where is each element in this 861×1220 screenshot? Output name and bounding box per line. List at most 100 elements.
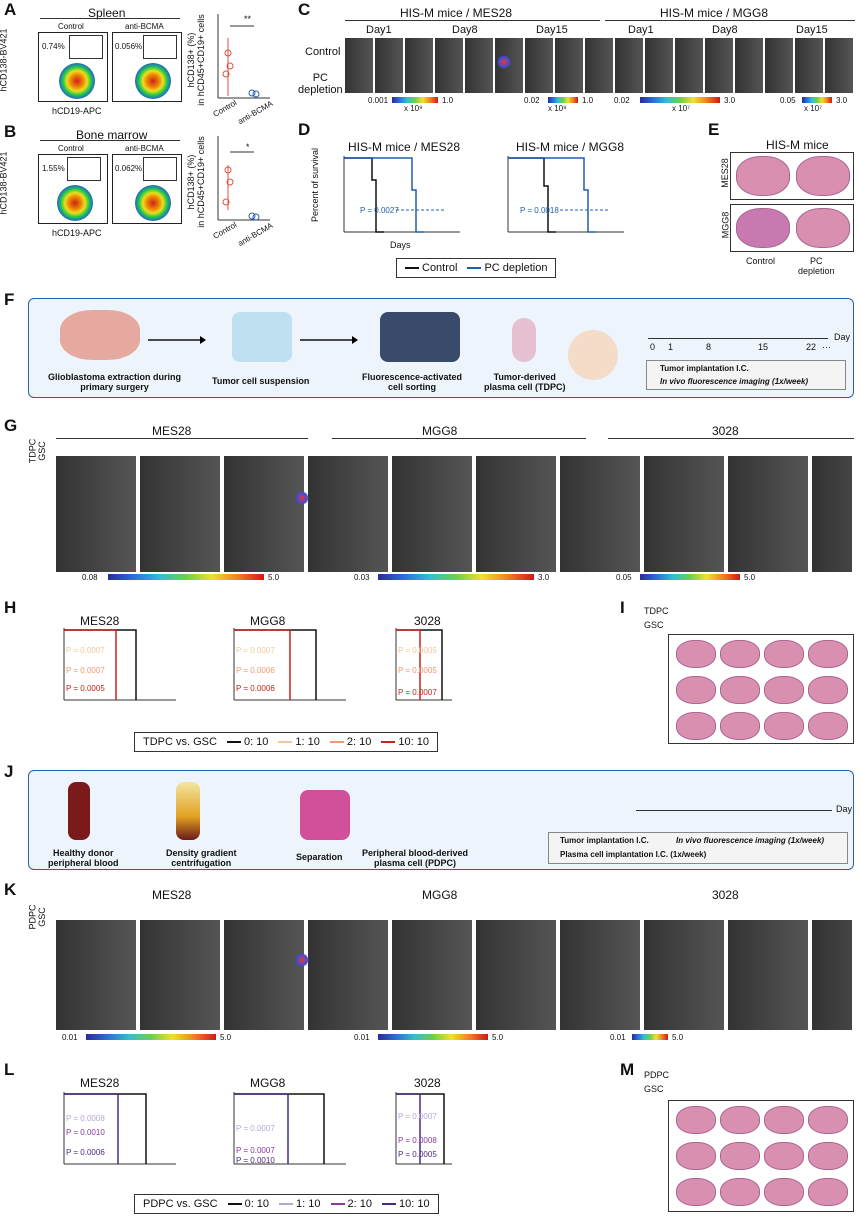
f-legend1: Tumor implantation I.C. bbox=[660, 364, 749, 373]
e-title: HIS-M mice bbox=[766, 138, 829, 152]
g-cbar3 bbox=[640, 574, 740, 580]
l-leg1: 1: 10 bbox=[296, 1198, 321, 1210]
i-hdr2: GSC bbox=[644, 620, 664, 630]
f-day: Day bbox=[834, 332, 851, 342]
g-cbar2-min: 0.03 bbox=[354, 573, 370, 582]
f-t0: 0 bbox=[650, 342, 656, 352]
h-p1a: P = 0.0007 bbox=[66, 646, 105, 655]
h-leg3: 10: 10 bbox=[398, 736, 429, 748]
c-group1: HIS-M mice / MES28 bbox=[400, 6, 513, 20]
panel-label-f: F bbox=[4, 290, 15, 309]
l-title3: 3028 bbox=[414, 1076, 441, 1090]
c-group2: HIS-M mice / MGG8 bbox=[660, 6, 769, 20]
e-row2: MGG8 bbox=[720, 211, 731, 239]
j-day: Day bbox=[836, 804, 853, 814]
h-p3c: P = 0.0007 bbox=[398, 688, 437, 697]
facs-plot-a-control bbox=[38, 32, 108, 102]
f-step4: Tumor-derived plasma cell (TDPC) bbox=[484, 372, 566, 392]
f-legend-box bbox=[646, 360, 846, 390]
facs-a-xlabel: hCD19-APC bbox=[52, 106, 102, 116]
l-leg3: 10: 10 bbox=[398, 1198, 430, 1210]
l-leg0: 0: 10 bbox=[244, 1198, 270, 1210]
facs-plot-a-bcma bbox=[112, 32, 182, 102]
f-step3: Fluorescence-activated cell sorting bbox=[362, 372, 463, 392]
k-group1: MES28 bbox=[152, 888, 192, 902]
c-row1: Control bbox=[305, 46, 341, 58]
h-survival-plots bbox=[63, 628, 452, 701]
c-cbar1-unit: x 10⁹ bbox=[404, 104, 423, 113]
k-cbar1-max: 5.0 bbox=[220, 1033, 232, 1042]
f-step1: Glioblastoma extraction during primary s… bbox=[48, 372, 182, 392]
g-cbar1 bbox=[108, 574, 264, 580]
g-imaging-grid bbox=[56, 456, 854, 572]
bar-a-sig: ** bbox=[244, 14, 252, 24]
panel-label-l: L bbox=[4, 1060, 15, 1079]
k-imaging-grid bbox=[56, 920, 854, 1030]
k-group2: MGG8 bbox=[422, 888, 458, 902]
c-cbar2-unit: x 10⁸ bbox=[548, 104, 567, 113]
h-leg1: 1: 10 bbox=[295, 736, 320, 748]
facs-b-xlabel: hCD19-APC bbox=[52, 228, 102, 238]
k-cbar3 bbox=[378, 1034, 488, 1040]
c-day1b: Day1 bbox=[628, 24, 654, 36]
bm-title: Bone marrow bbox=[76, 128, 148, 142]
bar-b-ylabel: hCD138+ (%) in hCD45+CD19+ cells bbox=[185, 136, 206, 228]
h-p1c: P = 0.0005 bbox=[66, 684, 105, 693]
j-step3: Separation bbox=[296, 852, 343, 862]
j-legend2: In vivo fluorescence imaging (1x/week) bbox=[676, 836, 825, 845]
d-legend-pc: PC depletion bbox=[484, 262, 548, 274]
facs-b-pct1: 1.55% bbox=[42, 164, 65, 173]
j-timeline bbox=[636, 810, 832, 811]
k-cbar5-max: 5.0 bbox=[672, 1033, 684, 1042]
sorter-icon bbox=[380, 312, 460, 362]
panel-label-i: I bbox=[620, 598, 625, 617]
e-row1: MES28 bbox=[719, 158, 730, 188]
f-t1: 1 bbox=[668, 342, 674, 352]
h-p2b: P = 0.0006 bbox=[236, 666, 275, 675]
panel-label-b: B bbox=[4, 122, 17, 141]
facs-a-ylabel: hCD138-BV421 bbox=[0, 28, 9, 92]
i-hdr1: TDPC bbox=[644, 606, 669, 616]
c-cbar4-min: 0.05 bbox=[780, 96, 796, 105]
l-survival-plots bbox=[63, 1092, 452, 1165]
h-leg0: 0: 10 bbox=[243, 736, 269, 748]
g-cbar1-min: 0.08 bbox=[82, 573, 98, 582]
brain-icon bbox=[60, 310, 140, 360]
c-cbar3-unit: x 10⁷ bbox=[672, 104, 691, 113]
k-cbar3-max: 5.0 bbox=[492, 1033, 504, 1042]
gradient-tube-icon bbox=[176, 782, 200, 840]
l-p2a: P = 0.0007 bbox=[236, 1124, 275, 1133]
k-group3: 3028 bbox=[712, 888, 739, 902]
d-xlabel: Days bbox=[390, 240, 411, 250]
l-p3b: P = 0.0008 bbox=[398, 1136, 437, 1145]
panel-label-d: D bbox=[298, 120, 311, 139]
k-cbar1-min: 0.01 bbox=[62, 1033, 78, 1042]
k-cbar5-min: 0.01 bbox=[610, 1033, 626, 1042]
facs-plot-b-bcma bbox=[112, 154, 182, 224]
facs-b-col1: Control bbox=[58, 144, 84, 153]
g-cbar3-max: 5.0 bbox=[744, 573, 756, 582]
c-day15b: Day15 bbox=[796, 24, 828, 36]
l-title1: MES28 bbox=[80, 1076, 120, 1090]
facs-plot-b-control bbox=[38, 154, 108, 224]
f-timeline bbox=[648, 338, 828, 339]
l-p1b: P = 0.0010 bbox=[66, 1128, 105, 1137]
h-title3: 3028 bbox=[414, 614, 441, 628]
h-p3b: P = 0.0005 bbox=[398, 666, 437, 675]
g-group3: 3028 bbox=[712, 424, 739, 438]
g-rowhdr1: TDPC bbox=[27, 438, 38, 464]
l-leg2: 2: 10 bbox=[347, 1198, 372, 1210]
g-group2: MGG8 bbox=[422, 424, 458, 438]
l-p3a: P = 0.0007 bbox=[398, 1112, 437, 1121]
k-cbar3-min: 0.01 bbox=[354, 1033, 370, 1042]
panel-label-h: H bbox=[4, 598, 17, 617]
f-t8: 8 bbox=[706, 342, 712, 352]
f-t22: 22 bbox=[806, 342, 817, 352]
e-col1: Control bbox=[746, 256, 776, 266]
l-legend-title: PDPC vs. GSC bbox=[143, 1198, 218, 1210]
d-p2: P = 0.0018 bbox=[520, 206, 559, 215]
mouse-icon bbox=[568, 330, 618, 380]
c-cbar4 bbox=[802, 97, 832, 103]
h-title2: MGG8 bbox=[250, 614, 286, 628]
j-legend3: Plasma cell implantation I.C. (1x/week) bbox=[560, 850, 707, 859]
